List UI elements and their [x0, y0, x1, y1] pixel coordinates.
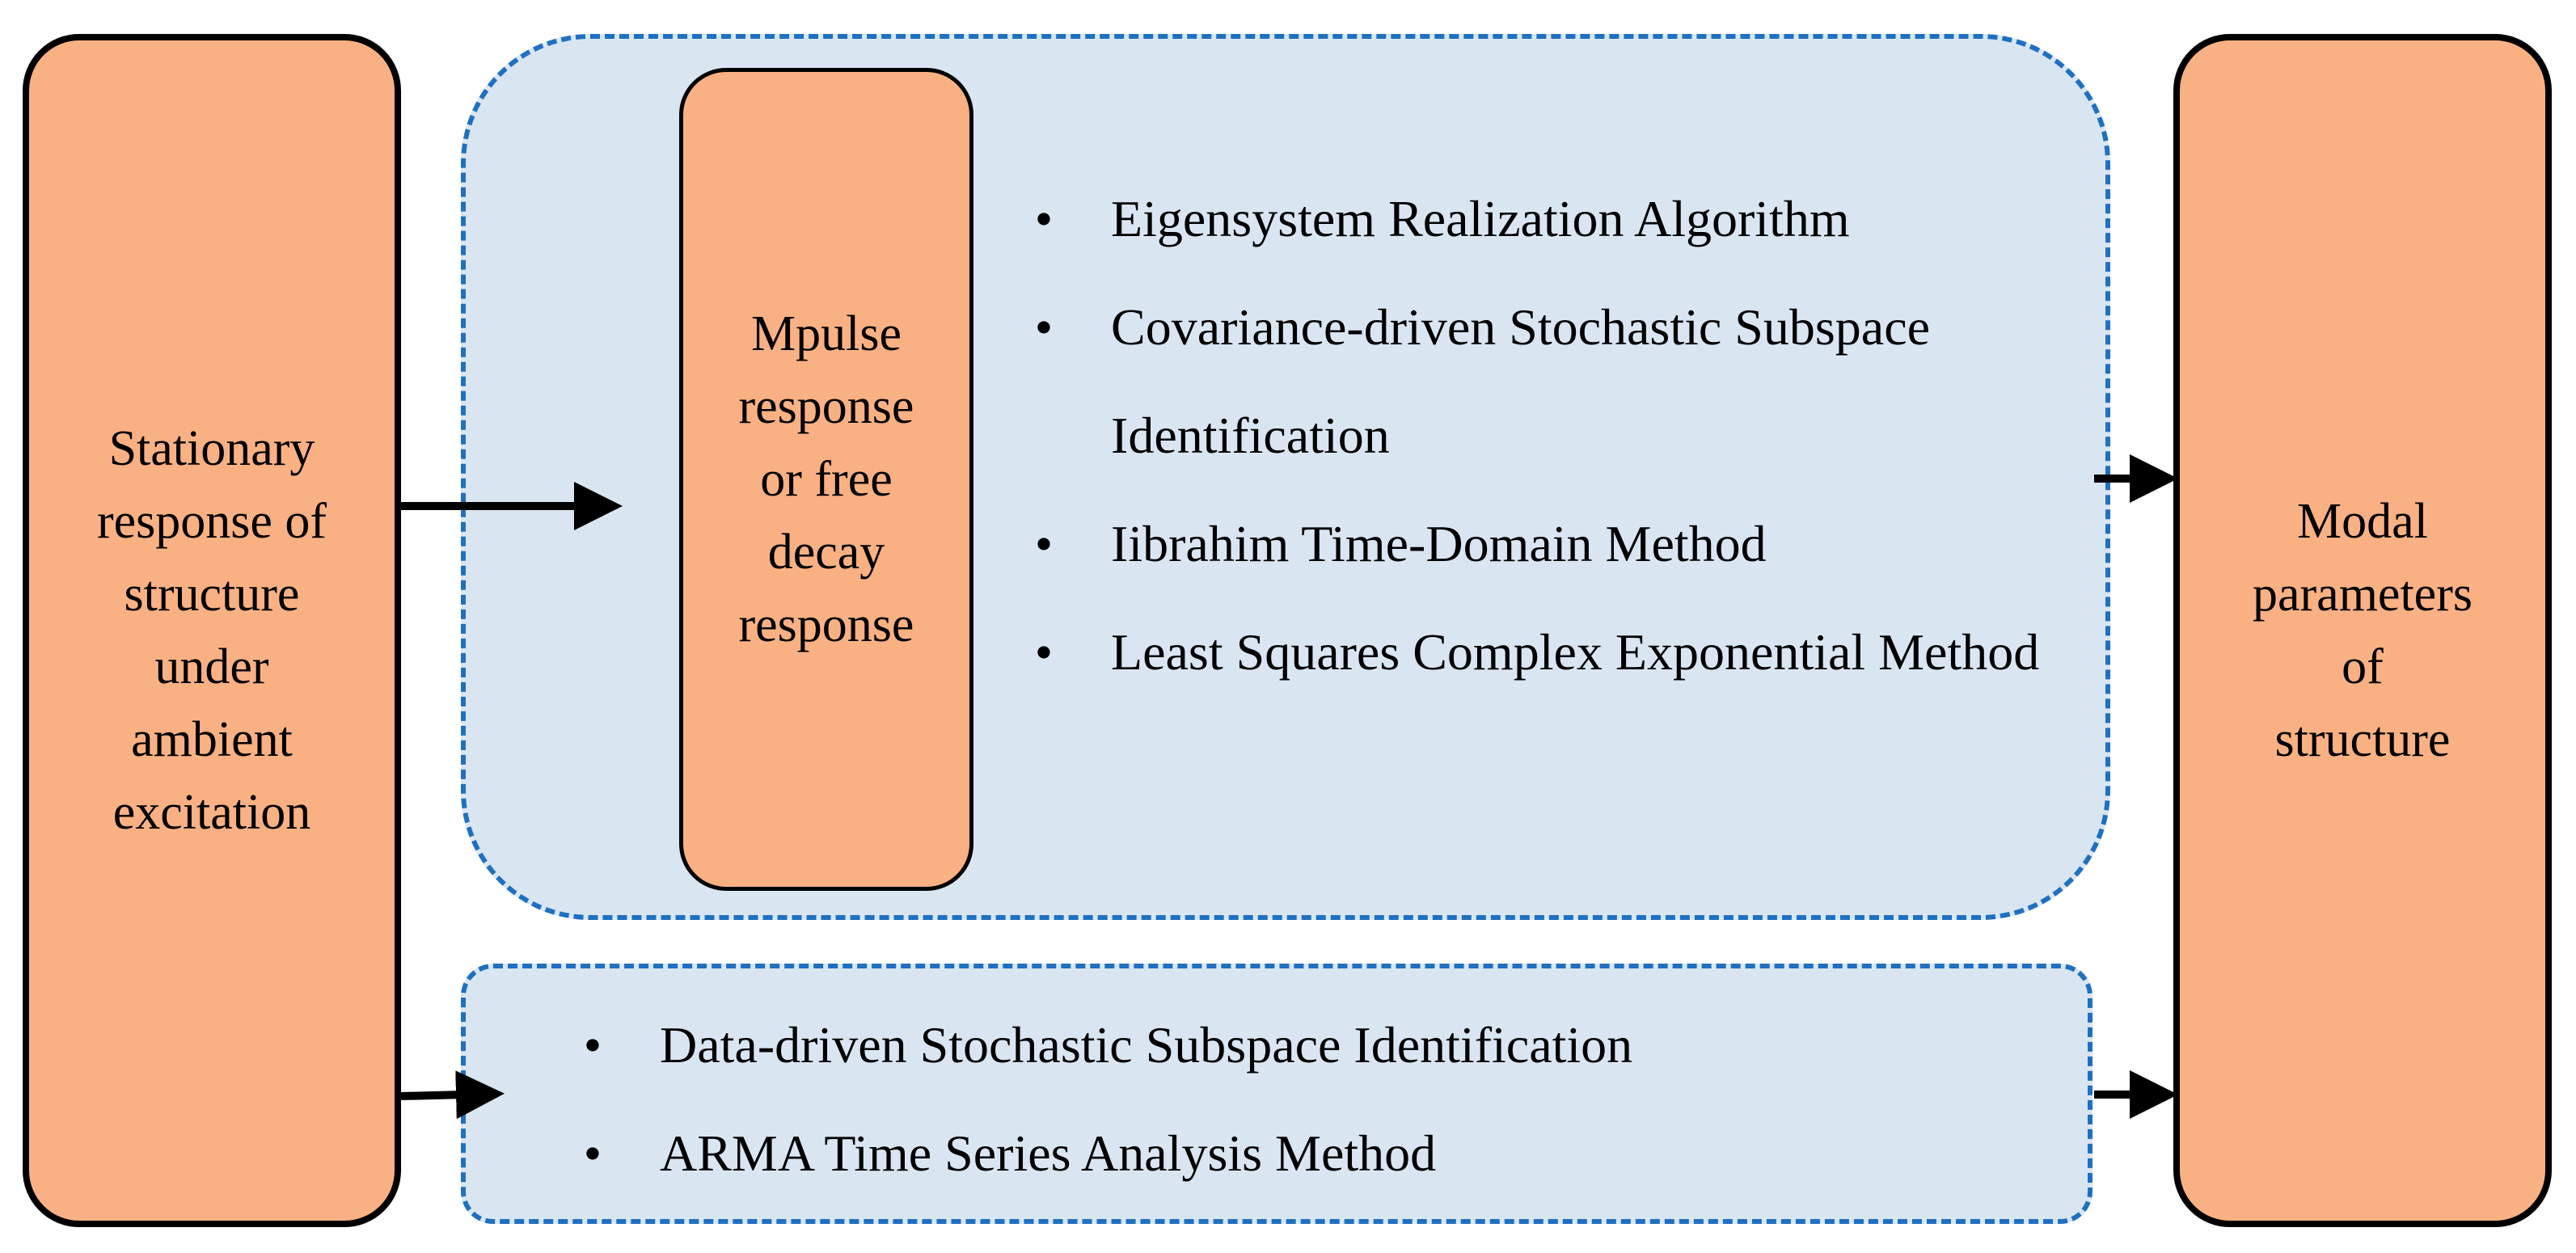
- method-label: Covariance-driven Stochastic Subspace Id…: [1111, 298, 1930, 464]
- upper-method-list: • Eigensystem Realization Algorithm • Co…: [1032, 165, 2099, 707]
- impulse-response-box: Mpulse response or free decay response: [679, 68, 973, 891]
- list-item: • Iibrahim Time-Domain Method: [1032, 490, 2099, 598]
- bullet-icon: •: [583, 1124, 602, 1182]
- bullet-icon: •: [583, 1016, 602, 1074]
- output-modal-parameters-box: Modal parameters of structure: [2173, 34, 2552, 1227]
- impulse-box-label: Mpulse response or free decay response: [738, 306, 914, 652]
- output-box-label: Modal parameters of structure: [2253, 494, 2473, 767]
- list-item: • Eigensystem Realization Algorithm: [1032, 165, 2099, 273]
- list-item: • ARMA Time Series Analysis Method: [581, 1099, 2052, 1208]
- method-label: Iibrahim Time-Domain Method: [1111, 515, 1767, 572]
- list-item: • Covariance-driven Stochastic Subspace …: [1032, 273, 2099, 490]
- input-box-label: Stationary response of structure under a…: [96, 421, 327, 840]
- list-item: • Data-driven Stochastic Subspace Identi…: [581, 991, 2052, 1099]
- list-item: • Least Squares Complex Exponential Meth…: [1032, 598, 2099, 707]
- method-label: Data-driven Stochastic Subspace Identifi…: [660, 1016, 1633, 1074]
- bullet-icon: •: [1034, 623, 1054, 681]
- bullet-icon: •: [1034, 190, 1054, 247]
- bullet-icon: •: [1034, 298, 1054, 356]
- input-stationary-response-box: Stationary response of structure under a…: [23, 34, 401, 1227]
- lower-method-list: • Data-driven Stochastic Subspace Identi…: [581, 991, 2052, 1208]
- bullet-icon: •: [1034, 515, 1054, 572]
- direct-methods-region: [461, 964, 2092, 1224]
- method-label: ARMA Time Series Analysis Method: [660, 1124, 1437, 1182]
- method-label: Least Squares Complex Exponential Method: [1111, 623, 2040, 681]
- method-label: Eigensystem Realization Algorithm: [1111, 190, 1850, 247]
